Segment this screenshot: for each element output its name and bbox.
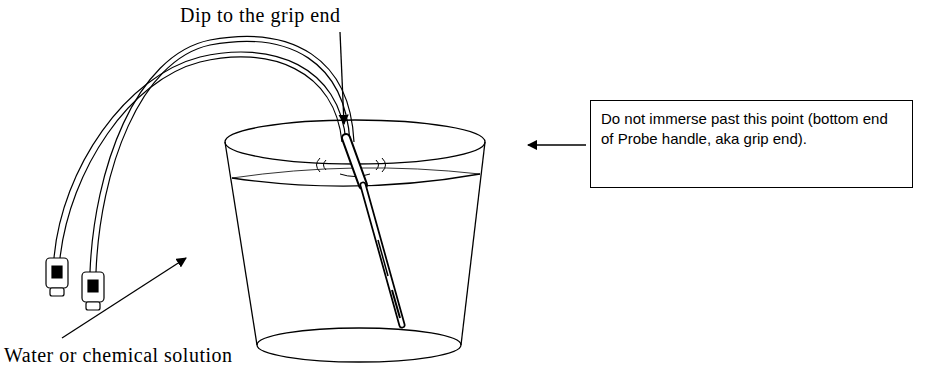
callout-text: Do not immerse past this point (bottom e… <box>601 109 902 150</box>
label-text: Dip to the grip end <box>180 4 341 27</box>
cable-connectors <box>46 258 104 310</box>
probe <box>346 138 402 325</box>
bucket <box>225 120 485 362</box>
label-text: Water or chemical solution <box>4 344 233 367</box>
leader-arrows <box>62 32 586 338</box>
callout-box: Do not immerse past this point (bottom e… <box>590 100 913 188</box>
probe-cables <box>54 36 354 272</box>
